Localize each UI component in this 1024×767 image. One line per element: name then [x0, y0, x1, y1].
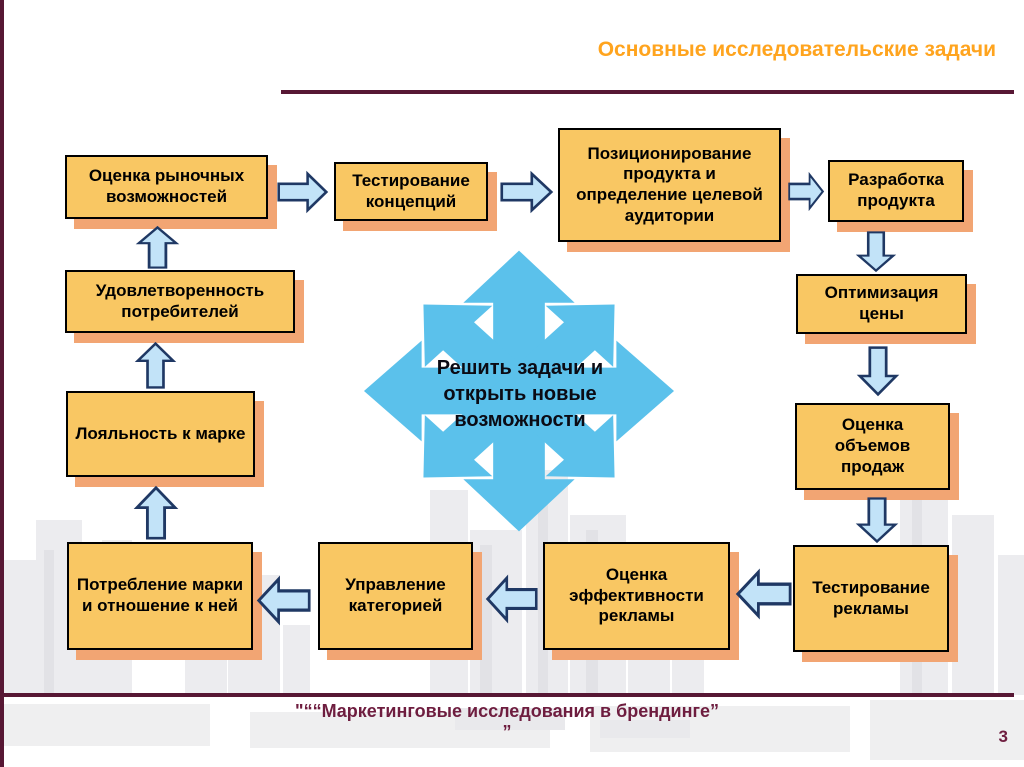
flow-arrow-down-icon	[856, 346, 900, 397]
flow-arrow-down-icon	[855, 231, 897, 273]
box-label: Управление категорией	[345, 575, 446, 615]
flow-arrow-left-icon	[485, 574, 538, 624]
footer-caption-line2: ”	[502, 721, 512, 742]
flow-arrow-up-icon	[133, 485, 179, 540]
box-customer-satisfaction: Удовлетворенность потребителей	[65, 270, 295, 333]
box-ad-effectiveness: Оценка эффективности рекламы	[543, 542, 730, 650]
box-positioning: Позиционирование продукта и определение …	[558, 128, 781, 242]
box-brand-consumption: Потребление марки и отношение к ней	[67, 542, 253, 650]
flow-arrow-up-icon	[135, 225, 180, 269]
flow-arrow-up-icon	[134, 341, 177, 389]
box-label: Оценка рыночных возможностей	[88, 166, 245, 206]
box-product-development: Разработка продукта	[828, 160, 964, 222]
box-label: Разработка продукта	[848, 170, 944, 210]
box-label: Оценка объемов продаж	[834, 415, 911, 476]
title-divider-rule	[281, 90, 1014, 94]
box-label: Лояльность к марке	[75, 423, 246, 443]
flow-arrow-left-icon	[256, 575, 311, 626]
eight-direction-arrows-shape	[363, 250, 675, 532]
flow-arrow-right-icon	[788, 171, 825, 212]
box-market-opportunity: Оценка рыночных возможностей	[65, 155, 268, 219]
box-label: Удовлетворенность потребителей	[95, 280, 265, 321]
box-label: Позиционирование продукта и определение …	[576, 143, 763, 225]
box-brand-loyalty: Лояльность к марке	[66, 391, 255, 477]
box-ad-testing: Тестирование рекламы	[793, 545, 949, 652]
slide-title: Основные исследовательские задачи	[597, 38, 996, 61]
box-label: Тестирование рекламы	[812, 577, 930, 618]
box-sales-volume: Оценка объемов продаж	[795, 403, 950, 490]
flow-arrow-right-icon	[277, 170, 329, 214]
box-label: Потребление марки и отношение к ней	[76, 575, 244, 615]
left-accent-bar	[0, 0, 4, 767]
flow-arrow-down-icon	[855, 497, 899, 544]
footer-divider-rule	[0, 693, 1014, 697]
box-concept-testing: Тестирование концепций	[334, 162, 488, 221]
box-label: Оценка эффективности рекламы	[569, 564, 704, 626]
box-price-optimization: Оптимизация цены	[796, 274, 967, 334]
footer-caption: "““Маркетинговые исследования в брендинг…	[0, 701, 1014, 742]
box-label: Тестирование концепций	[352, 170, 470, 211]
page-number: 3	[998, 727, 1008, 746]
footer-caption-line1: "““Маркетинговые исследования в брендинг…	[295, 701, 719, 721]
flow-arrow-left-icon	[735, 568, 792, 620]
center-goal-label: Решить задачи и открыть новые возможност…	[436, 357, 604, 431]
flow-arrow-right-icon	[500, 170, 554, 214]
box-label: Оптимизация цены	[824, 283, 939, 323]
box-category-management: Управление категорией	[318, 542, 473, 650]
